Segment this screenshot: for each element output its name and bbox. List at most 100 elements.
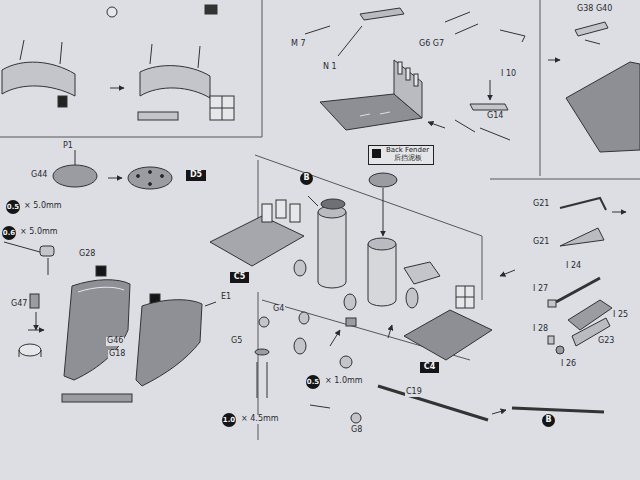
- main-assembly: [512, 408, 604, 412]
- callout-circle: B: [542, 414, 555, 427]
- part-number: × 5.0mm: [19, 228, 59, 237]
- main-assembly: [262, 204, 272, 222]
- main-assembly: [257, 362, 267, 398]
- callout-circle: B: [300, 172, 313, 185]
- main-assembly: [318, 212, 346, 288]
- node-heading: Back Fender: [385, 147, 430, 155]
- bracket-parts: [556, 278, 600, 302]
- front-panel: [406, 68, 410, 80]
- fender-part: [62, 394, 132, 402]
- main-assembly: [210, 216, 304, 266]
- main-assembly: [388, 325, 392, 338]
- front-panel: [470, 104, 508, 110]
- screw-size-badge: 0.6: [2, 226, 16, 240]
- part-number: × 1.0mm: [324, 377, 364, 386]
- stand-frame: [138, 112, 178, 120]
- part-number: E1: [220, 293, 232, 302]
- node-heading: D5: [189, 171, 203, 180]
- main-assembly: [310, 405, 330, 408]
- part-number: × 5.0mm: [23, 202, 63, 211]
- part-number: G21: [532, 200, 550, 209]
- main-assembly: [368, 244, 396, 306]
- step-divider: [0, 0, 640, 179]
- stand-frame: [140, 66, 210, 98]
- stand-frame: [107, 7, 117, 17]
- part-number: I 10: [500, 70, 517, 79]
- side-panel: [566, 62, 640, 152]
- main-assembly: [294, 260, 306, 276]
- front-panel: [490, 80, 491, 100]
- part-title-box: Back Fender后挡泥板: [368, 145, 434, 165]
- main-assembly: [210, 173, 604, 423]
- main-assembly: [383, 188, 384, 236]
- fender-part: [64, 280, 130, 380]
- step-divider: [0, 137, 262, 138]
- part-number: I 26: [560, 360, 577, 369]
- main-assembly: [299, 312, 309, 324]
- part-number: G5: [230, 337, 243, 346]
- stand-frame: [150, 44, 200, 68]
- main-assembly: [330, 330, 340, 346]
- side-panel: [575, 22, 608, 36]
- main-assembly: [456, 286, 474, 308]
- main-assembly: [368, 238, 396, 250]
- front-panel: [338, 26, 362, 56]
- main-assembly: [404, 310, 492, 360]
- wheel-disc: [128, 167, 172, 189]
- part-number: G28: [78, 250, 96, 259]
- bracket-parts: [500, 198, 626, 354]
- part-number: N 1: [322, 63, 338, 72]
- front-panel: [445, 12, 478, 34]
- main-assembly: [404, 262, 440, 284]
- front-panel: [394, 60, 422, 118]
- main-assembly: [308, 196, 318, 206]
- stand-frame: [58, 96, 67, 107]
- wheel-disc: [53, 165, 97, 187]
- frame-outline: [255, 155, 482, 440]
- bracket-parts: [556, 346, 564, 354]
- main-assembly: [340, 356, 352, 368]
- fender-part: [205, 302, 216, 306]
- part-tag: C4: [420, 362, 439, 373]
- wheel-disc: [137, 175, 140, 178]
- main-assembly: [321, 199, 345, 209]
- part-number: I 25: [612, 311, 629, 320]
- front-panel: [428, 122, 445, 128]
- stand-frame: [2, 62, 75, 96]
- part-number: G8: [350, 426, 363, 435]
- front-panel: [500, 30, 525, 42]
- front-panel: [455, 120, 510, 140]
- front-panel: [414, 74, 418, 86]
- part-number: G23: [597, 337, 615, 346]
- front-panel: [360, 8, 404, 20]
- wheel-disc: [149, 171, 152, 174]
- wheel-disc: [19, 344, 41, 356]
- node-subtitle: 后挡泥板: [385, 155, 430, 163]
- bracket-parts: [548, 336, 554, 344]
- front-panel: [305, 26, 330, 34]
- screw-size-badge: 0.5: [306, 375, 320, 389]
- wheel-disc: [40, 246, 54, 256]
- bracket-parts: [500, 270, 515, 276]
- frame-outline: [258, 160, 259, 440]
- side-panel: [585, 40, 600, 44]
- part-number: G21: [532, 238, 550, 247]
- stand-frame: [2, 5, 234, 120]
- part-tag: D5: [186, 170, 206, 181]
- wheel-disc: [48, 258, 49, 275]
- front-panel: [360, 112, 390, 116]
- part-number: G6 G7: [418, 40, 445, 49]
- title-icon: [372, 149, 381, 158]
- part-number: G18: [108, 350, 126, 359]
- stand-frame: [210, 96, 234, 120]
- wheel-disc: [161, 175, 164, 178]
- main-assembly: [344, 294, 356, 310]
- main-assembly: [290, 204, 300, 222]
- main-assembly: [378, 386, 488, 420]
- node-heading: C5: [233, 273, 246, 282]
- main-assembly: [351, 413, 361, 423]
- main-assembly: [276, 200, 286, 218]
- part-number: G14: [486, 112, 504, 121]
- wheel-disc: [75, 150, 76, 166]
- node-heading: B: [545, 416, 551, 425]
